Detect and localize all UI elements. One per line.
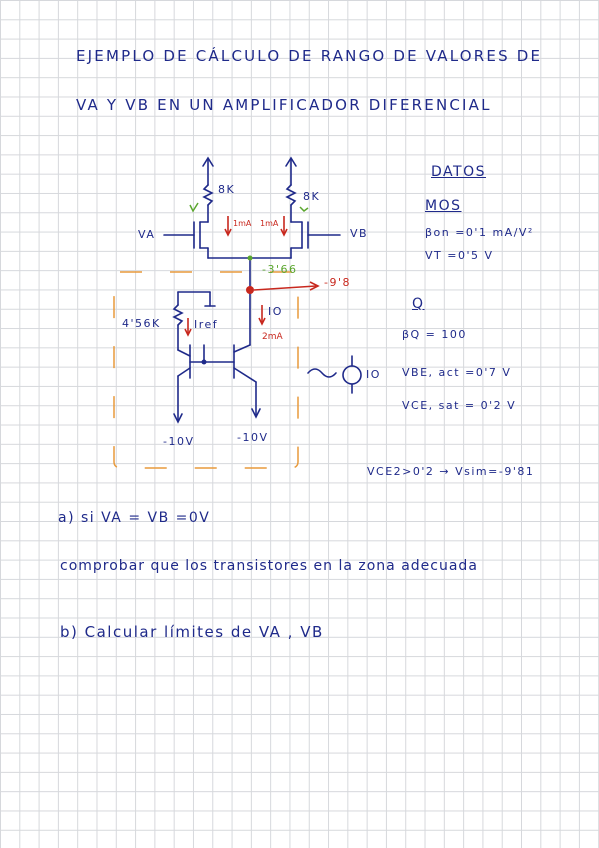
q-vce: VCE, sat = 0'2 V — [402, 399, 517, 412]
ref-resistor — [172, 304, 184, 326]
va-label: VA — [138, 228, 156, 241]
question-a: a) si VA = VB =0V — [58, 510, 211, 526]
q-beta: βQ = 100 — [402, 328, 467, 341]
supply-right-label: -10V — [237, 431, 269, 444]
mos-header: MOS — [425, 198, 462, 214]
question-a-task: comprobar que los transistores en la zon… — [60, 558, 478, 574]
iref-label: Iref — [194, 318, 219, 331]
title-line-2: VA Y VB EN UN AMPLIFICADOR DIFERENCIAL — [76, 96, 492, 114]
q-header: Q — [412, 296, 425, 312]
output-node-dot — [246, 286, 254, 294]
vb-label: VB — [350, 227, 369, 240]
io-source-label: IO — [366, 368, 381, 381]
right-current-label: 1mA — [260, 219, 279, 228]
left-current-label: 1mA — [233, 219, 252, 228]
ref-resistor-label: 4'56K — [122, 317, 161, 330]
tilde-equivalence — [307, 368, 337, 378]
question-b: b) Calcular límites de VA , VB — [60, 623, 324, 641]
datos-header: DATOS — [431, 164, 486, 180]
current-source-box — [113, 271, 299, 469]
current-source-symbol — [342, 365, 362, 385]
title-line-1: EJEMPLO DE CÁLCULO DE RANGO DE VALORES D… — [76, 47, 543, 65]
left-resistor — [202, 184, 214, 206]
right-resistor — [285, 184, 297, 206]
io-value-label: 2mA — [262, 332, 283, 342]
q-vbe: VBE, act =0'7 V — [402, 366, 512, 379]
conclusion: VCE2>0'2 → Vsim=-9'81 — [367, 465, 535, 478]
mos-beta: βon =0'1 mA/V² — [425, 226, 534, 239]
io-label: IO — [268, 305, 283, 318]
left-resistor-label: 8K — [218, 183, 236, 196]
right-resistor-label: 8K — [303, 190, 321, 203]
supply-left-label: -10V — [163, 435, 195, 448]
mos-vt: VT =0'5 V — [425, 249, 494, 262]
output-node-voltage: -9'8 — [324, 276, 351, 289]
tail-node-voltage: -3'66 — [262, 263, 298, 276]
